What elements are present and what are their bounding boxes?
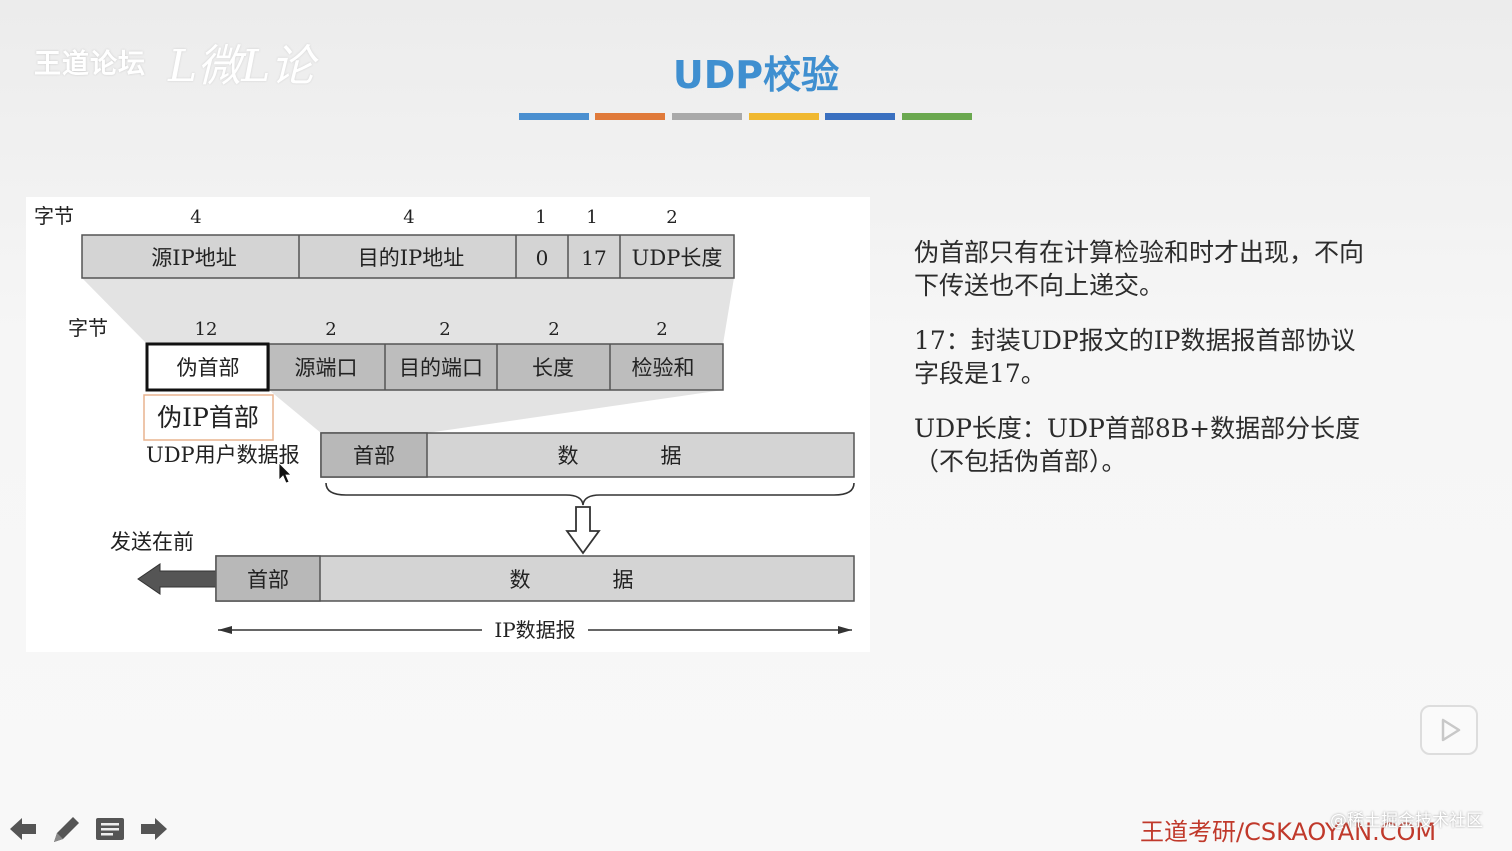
- row2-size: 2: [548, 319, 559, 340]
- udp-checksum-diagram: 字节 4 4 1 1 2 源IP地址 目的IP地址 0 17 UDP长度 字节 …: [26, 197, 870, 652]
- field-dest-port: 目的端口: [399, 356, 483, 380]
- field-dest-ip: 目的IP地址: [358, 246, 464, 270]
- udp-header-fields-row: [145, 342, 724, 392]
- projection-shadow-1: [82, 278, 734, 344]
- ip-header-cell: 首部: [247, 568, 289, 592]
- row2-size: 2: [325, 319, 336, 340]
- pseudo-ip-header-callout: [143, 394, 274, 441]
- row1-size: 1: [535, 207, 546, 228]
- encapsulation-brace: [325, 482, 855, 506]
- watermark-script: L微L论: [168, 41, 315, 92]
- row2-byte-label: 字节: [68, 316, 108, 340]
- note-protocol-17: 17：封装UDP报文的IP数据报首部协议字段是17。: [914, 326, 1356, 388]
- field-length: 长度: [532, 356, 574, 380]
- row2-size: 12: [195, 319, 218, 340]
- span-arrowhead-left: [218, 626, 232, 634]
- udp-header-cell: 首部: [353, 444, 395, 468]
- play-button[interactable]: [1420, 705, 1478, 755]
- diagram-svg: 字节 4 4 1 1 2 源IP地址 目的IP地址 0 17 UDP长度 字节 …: [34, 204, 855, 642]
- juejin-watermark: @稀土掘金技术社区: [1330, 811, 1483, 831]
- notes-panel: 伪首部只有在计算检验和时才出现，不向下传送也不向上递交。 17：封装UDP报文的…: [914, 236, 1374, 500]
- play-icon: [1441, 718, 1461, 742]
- divider-bar-4: [749, 113, 819, 120]
- field-protocol-17: 17: [581, 246, 606, 270]
- send-direction-arrow-icon: [137, 563, 217, 595]
- ip-data-char: 数: [510, 568, 531, 592]
- brand-url: 王道考研/CSKAOYAN.COM: [1140, 818, 1437, 846]
- down-arrow-icon: [565, 506, 601, 555]
- field-udp-length: UDP长度: [632, 246, 723, 270]
- divider-bar-1: [519, 113, 589, 120]
- udp-datagram-label: UDP用户数据报: [146, 443, 300, 467]
- wangdao-forum-logo: 王道论坛: [34, 49, 146, 80]
- field-checksum: 检验和: [632, 356, 695, 380]
- field-zero: 0: [536, 246, 549, 270]
- menu-icon[interactable]: [93, 812, 127, 846]
- divider-bar-2: [595, 113, 665, 120]
- field-pseudo-header: 伪首部: [177, 356, 240, 380]
- divider-bar-5: [825, 113, 895, 120]
- note-udp-length: UDP长度：UDP首部8B+数据部分长度（不包括伪首部）。: [914, 414, 1361, 476]
- row1-size: 4: [403, 207, 414, 228]
- udp-data-char: 数: [558, 444, 579, 468]
- pseudo-header-fields-row: [81, 234, 735, 279]
- mouse-cursor-icon: [278, 462, 292, 484]
- row1-size: 2: [666, 207, 677, 228]
- row1-size: 4: [190, 207, 201, 228]
- row1-byte-label: 字节: [34, 204, 74, 228]
- row1-size: 1: [586, 207, 597, 228]
- slide-title: UDP校验: [672, 53, 840, 97]
- udp-data-char: 据: [661, 444, 682, 468]
- arrow-right-icon[interactable]: [137, 812, 171, 846]
- field-source-port: 源端口: [295, 356, 358, 380]
- send-first-label: 发送在前: [110, 530, 194, 554]
- udp-datagram-bar: [320, 432, 855, 478]
- projection-shadow-2: [269, 390, 723, 433]
- arrow-left-icon[interactable]: [6, 812, 40, 846]
- pencil-icon[interactable]: [48, 812, 82, 846]
- divider-bar-6: [902, 113, 972, 120]
- row2-size: 2: [439, 319, 450, 340]
- row2-size: 2: [656, 319, 667, 340]
- divider-bar-3: [672, 113, 742, 120]
- note-pseudo-header: 伪首部只有在计算检验和时才出现，不向下传送也不向上递交。: [914, 238, 1365, 300]
- ip-datagram-label: IP数据报: [494, 618, 575, 642]
- span-arrowhead-right: [838, 626, 852, 634]
- field-source-ip: 源IP地址: [151, 246, 236, 270]
- pseudo-ip-header-label: 伪IP首部: [157, 403, 259, 432]
- ip-data-char: 据: [613, 568, 634, 592]
- ip-datagram-bar: [215, 555, 855, 602]
